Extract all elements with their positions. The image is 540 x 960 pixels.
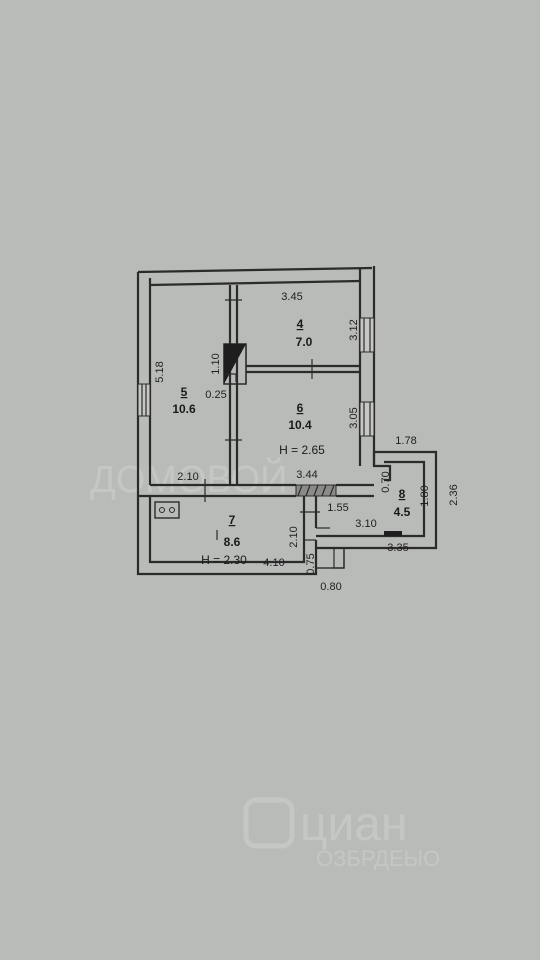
watermark-top-text: ДОМОВОЙ (90, 456, 287, 501)
dim-2-10-top: 2.10 (177, 471, 198, 483)
room-4-number: 4 (297, 317, 304, 331)
dim-1-78: 1.78 (395, 435, 416, 447)
outer-walls (136, 266, 376, 498)
room-5-number: 5 (181, 385, 188, 399)
room-5-area: 10.6 (172, 402, 196, 416)
room-8-area: 4.5 (394, 505, 411, 519)
dimension-labels: 3.45 3.12 5.18 1.10 0.25 3.05 2.10 3.44 … (154, 291, 460, 593)
door-threshold (295, 484, 337, 497)
dim-0-70: 0.70 (380, 471, 392, 492)
watermark-sub-text: ОЗБРДЕЫО (316, 846, 440, 871)
interior-walls (223, 285, 360, 485)
room-8-number: 8 (399, 487, 406, 501)
dim-1-55: 1.55 (327, 502, 348, 514)
watermark-main-text: циан (300, 798, 408, 851)
dim-3-10: 3.10 (355, 518, 376, 530)
dim-5-18: 5.18 (154, 361, 166, 382)
room-4-area: 7.0 (296, 335, 313, 349)
dim-3-35: 3.35 (387, 542, 408, 554)
room-7-number: 7 (229, 513, 236, 527)
room-7-area: 8.6 (224, 535, 241, 549)
dim-2-10-bottom: 2.10 (288, 526, 300, 547)
dim-1-80: 1.80 (419, 485, 431, 506)
dim-0-80: 0.80 (320, 581, 341, 593)
dim-3-45: 3.45 (281, 291, 302, 303)
dim-0-25: 0.25 (205, 389, 226, 401)
dim-3-12: 3.12 (348, 319, 360, 340)
dim-1-10: 1.10 (210, 353, 222, 374)
watermark-logo: циан ОЗБРДЕЫО (243, 797, 440, 871)
windows (137, 317, 375, 437)
room-labels: 4 7.0 5 10.6 6 10.4 H = 2.65 7 8.6 H = 2… (172, 317, 410, 567)
room-6-height: H = 2.65 (279, 443, 325, 457)
dim-3-05: 3.05 (348, 407, 360, 428)
dimension-ticks (204, 299, 330, 540)
room-6-number: 6 (297, 401, 304, 415)
room-7-height: H = 2.30 (201, 553, 247, 567)
dim-0-75: 0.75 (305, 553, 317, 574)
annex-walls (304, 450, 438, 569)
dim-2-36: 2.36 (448, 484, 460, 505)
dim-3-44: 3.44 (296, 469, 317, 481)
dim-4-10: 4.10 (263, 557, 284, 569)
room-6-area: 10.4 (288, 418, 312, 432)
